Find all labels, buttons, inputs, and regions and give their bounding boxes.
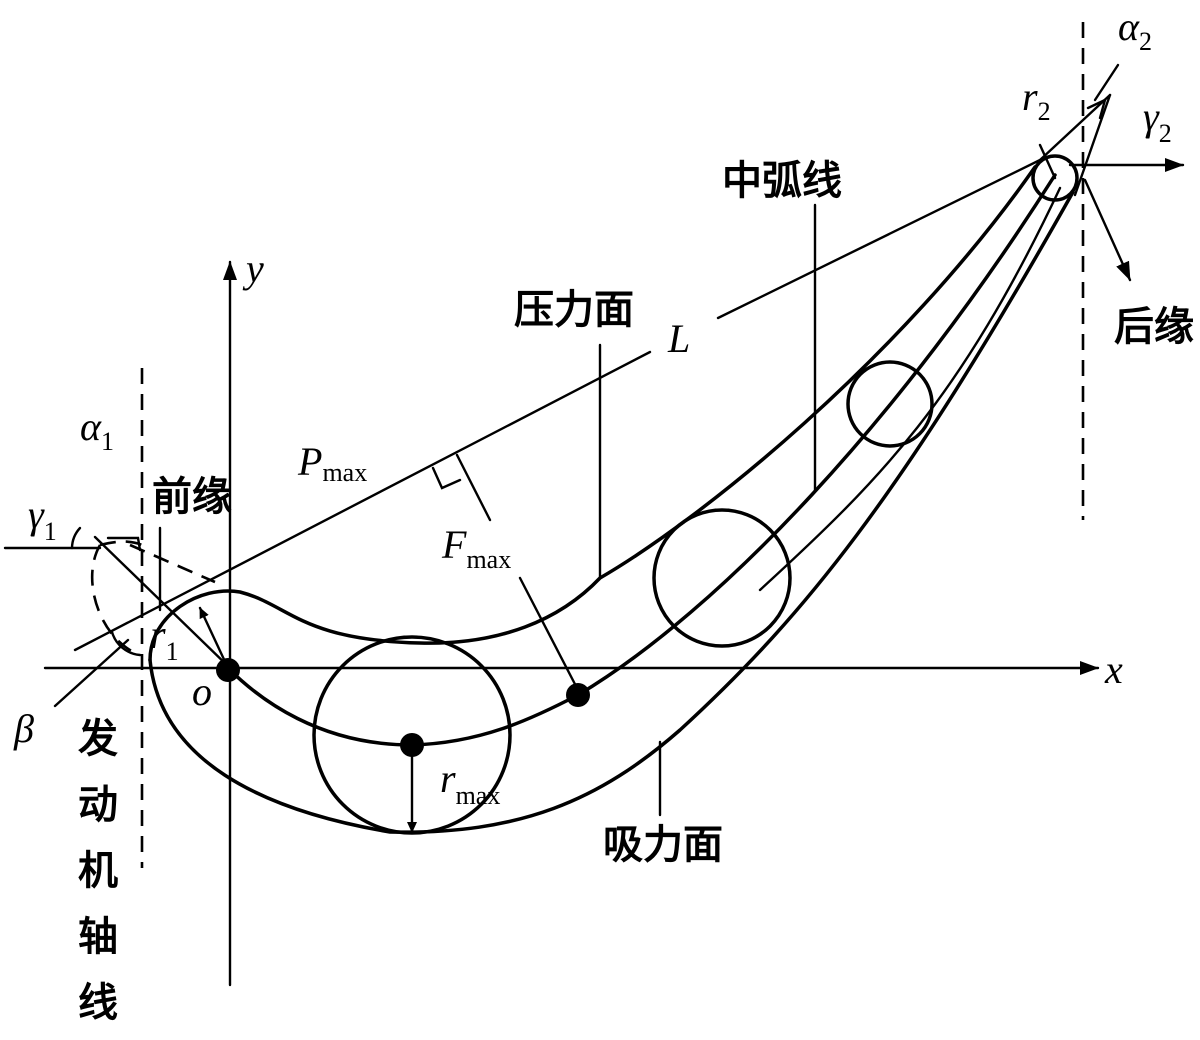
pressure-surface-label: 压力面 — [514, 287, 634, 333]
right-angle-mark — [431, 466, 462, 490]
fmax-sub: max — [466, 545, 511, 574]
suction-surface-curve — [148, 190, 1075, 834]
rmax-base: r — [440, 756, 456, 801]
inscribed-circle-upper — [846, 360, 934, 448]
r1-label: r1 — [150, 612, 179, 666]
chord-line — [73, 158, 1042, 652]
fmax-perpendicular-line — [455, 453, 492, 522]
pressure-surface-curve — [148, 165, 1037, 662]
gamma2-sub: 2 — [1159, 119, 1172, 148]
fmax-base: F — [441, 522, 467, 567]
engine-axis-char-3: 机 — [78, 848, 118, 894]
fmax-leader — [518, 576, 580, 692]
rmax-label: rmax — [440, 756, 500, 810]
trailing-edge-label: 后缘 — [1114, 304, 1194, 350]
leading-edge-tangent — [129, 543, 216, 584]
alpha2-sub: 2 — [1139, 27, 1152, 56]
fmax-label: Fmax — [441, 522, 511, 574]
exit-angle-line-b — [1073, 93, 1112, 197]
gamma1-angle-arc — [70, 526, 82, 550]
engine-axis-char-4: 轴 — [78, 914, 118, 960]
alpha2-label: α2 — [1118, 4, 1152, 56]
inscribed-circle-mid — [652, 508, 792, 648]
chord-label: L — [667, 316, 690, 361]
leading-edge-label: 前缘 — [152, 474, 232, 520]
alpha1-label: α1 — [80, 404, 114, 456]
trailing-edge-inner-line — [758, 186, 1062, 592]
x-axis-label: x — [1104, 647, 1123, 692]
alpha2-leader — [1093, 63, 1120, 102]
engine-axis-char-5: 线 — [78, 980, 118, 1026]
outlet-direction-arrow — [1083, 178, 1132, 282]
origin-point — [216, 658, 240, 682]
camber-line-label: 中弧线 — [722, 158, 842, 204]
leading-edge-dashed-profile — [90, 540, 149, 657]
r1-sub: 1 — [166, 637, 179, 666]
pmax-base: P — [297, 439, 322, 484]
engine-axis-char-2: 动 — [78, 782, 118, 828]
r1-radius-arrow — [198, 606, 230, 670]
beta-leader — [53, 638, 130, 708]
beta-angle-arc — [110, 630, 142, 657]
r2-base: r — [1022, 74, 1038, 119]
engine-axis-char-1: 发 — [78, 716, 118, 762]
y-axis-label: y — [242, 246, 264, 291]
pmax-sub: max — [322, 458, 367, 487]
gamma2-label: γ2 — [1143, 94, 1172, 148]
gamma2-base: γ — [1143, 94, 1160, 139]
beta-label: β — [13, 706, 34, 751]
r1-base: r — [150, 612, 166, 657]
r2-sub: 2 — [1038, 97, 1051, 126]
origin-label: o — [192, 669, 212, 714]
alpha2-base: α — [1118, 4, 1140, 49]
gamma1-sub: 1 — [44, 517, 57, 546]
inlet-blade-angle-line — [93, 535, 234, 672]
r2-label: r2 — [1022, 74, 1051, 126]
alpha1-sub: 1 — [101, 427, 114, 456]
suction-surface-label: 吸力面 — [603, 822, 723, 868]
exit-angle-line-a — [1038, 93, 1112, 162]
r2-radius-line — [1038, 143, 1057, 180]
alpha1-angle-arc — [106, 536, 142, 552]
max-thickness-point — [400, 733, 424, 757]
max-camber-point — [566, 683, 590, 707]
alpha1-base: α — [80, 404, 102, 449]
rmax-sub: max — [456, 781, 501, 810]
gamma1-base: γ — [28, 492, 45, 537]
trailing-edge-circle — [1031, 154, 1079, 202]
alpha2-angle-mark — [1086, 97, 1107, 120]
gamma1-label: γ1 — [28, 492, 57, 546]
pmax-label: Pmax — [297, 439, 367, 487]
